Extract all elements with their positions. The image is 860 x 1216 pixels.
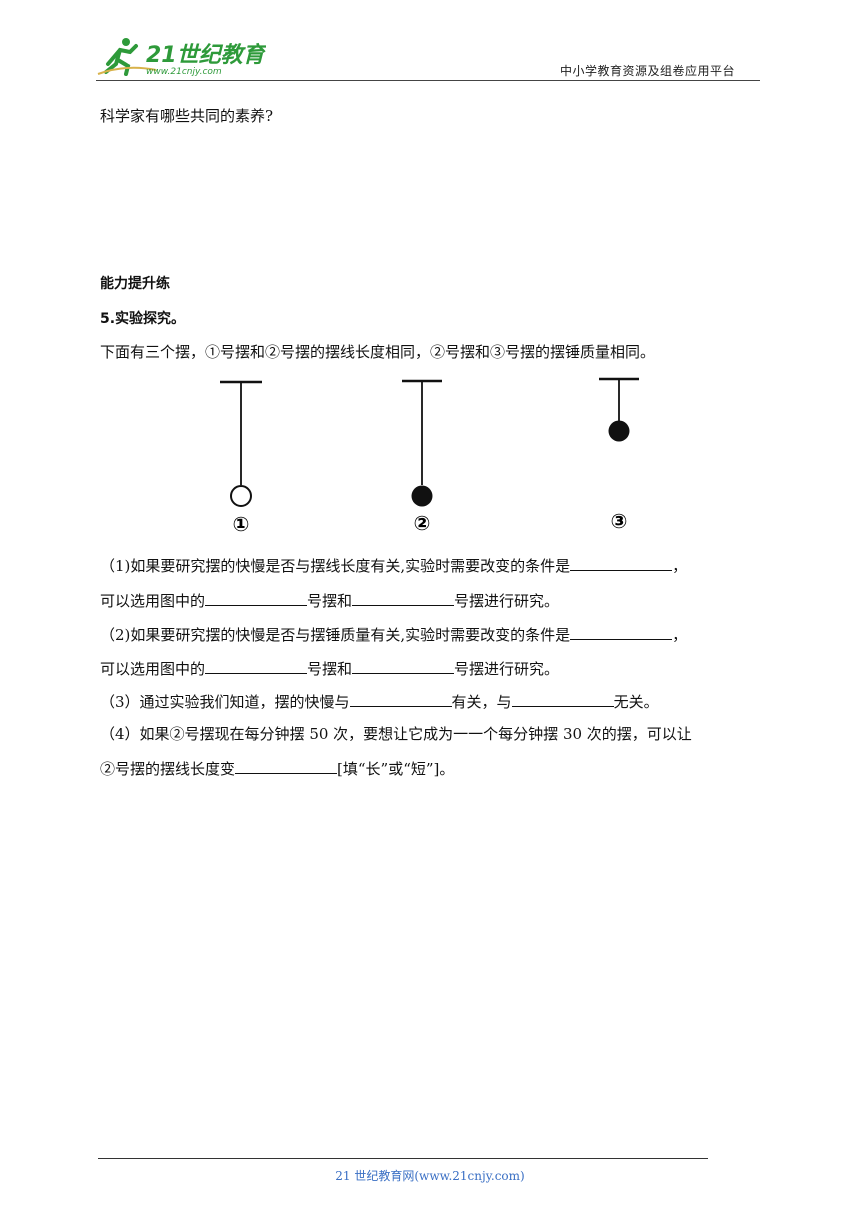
subquestion-4-line-1: （4）如果②号摆现在每分钟摆 50 次，要想让它成为一一个每分钟摆 30 次的摆… (100, 725, 692, 743)
subquestion-2-line-2: 可以选用图中的号摆和号摆进行研究。 (100, 659, 560, 678)
pendulum-label-1: ① (233, 512, 250, 536)
question-5-title: 5.实验探究。 (100, 311, 186, 327)
header-divider (96, 80, 760, 81)
header-platform-text: 中小学教育资源及组卷应用平台 (560, 64, 736, 78)
footer-link[interactable]: 21 世纪教育网(www.21cnjy.com) (335, 1169, 525, 1183)
pendulum-label-2: ② (414, 511, 431, 535)
previous-question: 科学家有哪些共同的素养? (100, 107, 274, 125)
subquestion-4-line-2: ②号摆的摆线长度变[填“长”或“短”]。 (100, 759, 455, 778)
pendulum-3 (599, 377, 639, 442)
pendulum-1 (220, 380, 262, 507)
subquestion-2-line-1: （2)如果要研究摆的快慢是否与摆锤质量有关,实验时需要改变的条件是， (100, 625, 688, 644)
section-title: 能力提升练 (100, 276, 170, 292)
pendulum-figure: ① ② ③ (220, 377, 639, 536)
pendulum-label-3: ③ (611, 509, 628, 533)
answer-blank[interactable] (570, 625, 673, 640)
question-5-intro: 下面有三个摆，①号摆和②号摆的摆线长度相同，②号摆和③号摆的摆锤质量相同。 (100, 343, 656, 361)
pendulum-2 (402, 379, 442, 507)
answer-blank[interactable] (352, 591, 455, 606)
answer-blank[interactable] (349, 692, 452, 707)
runner-icon (97, 38, 157, 76)
answer-blank[interactable] (511, 692, 614, 707)
subquestion-3: （3）通过实验我们知道，摆的快慢与有关，与无关。 (100, 692, 659, 711)
answer-blank[interactable] (205, 591, 308, 606)
subquestion-1-line-1: （1)如果要研究摆的快慢是否与摆线长度有关,实验时需要改变的条件是， (100, 556, 688, 575)
answer-blank[interactable] (235, 759, 338, 774)
answer-blank[interactable] (352, 659, 455, 674)
answer-blank[interactable] (205, 659, 308, 674)
subquestion-1-line-2: 可以选用图中的号摆和号摆进行研究。 (100, 591, 560, 610)
logo-url: www.21cnjy.com (146, 67, 222, 77)
answer-blank[interactable] (570, 556, 673, 571)
site-logo: 21世纪教育 www.21cnjy.com (97, 38, 266, 77)
footer-divider (98, 1158, 708, 1159)
logo-text: 21世纪教育 (146, 42, 266, 68)
